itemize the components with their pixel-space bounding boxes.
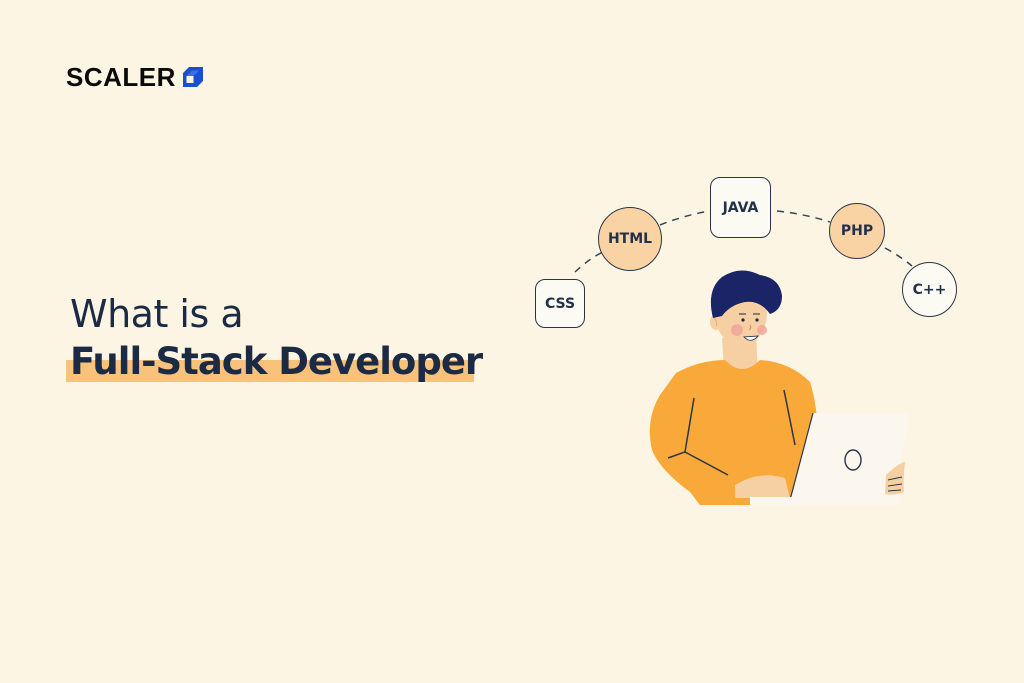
badge-cpp-label: C++ bbox=[912, 281, 947, 298]
page-title: What is a Full-Stack Developer bbox=[66, 292, 483, 384]
headline-highlight-bar bbox=[66, 360, 475, 382]
badge-java: JAVA bbox=[710, 177, 771, 238]
headline-line-2: Full-Stack Developer bbox=[70, 340, 483, 383]
headline-line-1: What is a bbox=[70, 292, 244, 336]
scaler-cube-icon bbox=[182, 67, 203, 87]
headline-line-2-wrap: Full-Stack Developer bbox=[66, 340, 483, 384]
badge-css-label: CSS bbox=[544, 295, 576, 312]
badge-html: HTML bbox=[598, 207, 662, 271]
brand-name: SCALER bbox=[66, 62, 176, 92]
badge-html-label: HTML bbox=[607, 231, 653, 247]
badge-php-label: PHP bbox=[840, 223, 874, 239]
badge-java-label: JAVA bbox=[722, 199, 759, 216]
badge-css: CSS bbox=[535, 279, 585, 328]
brand-logo: SCALER bbox=[66, 64, 204, 90]
badge-php: PHP bbox=[829, 203, 885, 259]
badge-cpp: C++ bbox=[902, 262, 957, 317]
